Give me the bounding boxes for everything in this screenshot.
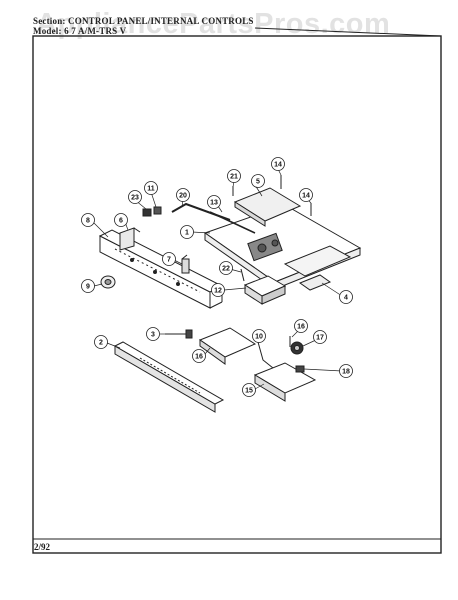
callout-5: 5 bbox=[251, 174, 265, 188]
igniter-17 bbox=[290, 341, 304, 355]
svg-text:9: 9 bbox=[86, 284, 90, 291]
callout-4: 4 bbox=[339, 290, 353, 304]
pipe-20 bbox=[171, 202, 231, 221]
frame-border bbox=[32, 35, 442, 554]
svg-text:6: 6 bbox=[119, 218, 123, 225]
svg-text:3: 3 bbox=[151, 332, 155, 339]
callout-8: 8 bbox=[81, 213, 95, 227]
channel-16 bbox=[198, 327, 257, 365]
svg-text:16: 16 bbox=[297, 324, 305, 331]
svg-text:20: 20 bbox=[179, 193, 187, 200]
svg-text:7: 7 bbox=[167, 257, 171, 264]
callout-6: 6 bbox=[114, 213, 128, 227]
lower-front-bar bbox=[113, 341, 225, 413]
switch-11 bbox=[153, 206, 162, 215]
control-panel-front bbox=[98, 229, 224, 309]
svg-text:8: 8 bbox=[86, 218, 90, 225]
callout-14-right: 14 bbox=[299, 188, 313, 202]
svg-text:12: 12 bbox=[214, 288, 222, 295]
callout-11: 11 bbox=[144, 181, 158, 195]
callout-2: 2 bbox=[94, 335, 108, 349]
control-plate-assembly bbox=[203, 204, 362, 290]
screw-3 bbox=[165, 329, 193, 339]
callout-13: 13 bbox=[207, 195, 221, 209]
callout-21: 21 bbox=[227, 169, 241, 183]
callout-17: 17 bbox=[313, 330, 327, 344]
diagram-header: Section: CONTROL PANEL/INTERNAL CONTROLS… bbox=[33, 16, 433, 36]
screw-22 bbox=[240, 268, 245, 282]
svg-text:22: 22 bbox=[222, 266, 230, 273]
callout-1: 1 bbox=[180, 225, 194, 239]
callout-23: 23 bbox=[128, 190, 142, 204]
callout-18: 18 bbox=[339, 364, 353, 378]
callout-9: 9 bbox=[81, 279, 95, 293]
svg-text:14: 14 bbox=[302, 193, 310, 200]
callout-7: 7 bbox=[162, 252, 176, 266]
model-line: Model: 6 7 A/M-TRS V bbox=[33, 26, 127, 36]
switch-23 bbox=[142, 208, 152, 217]
callout-20: 20 bbox=[176, 188, 190, 202]
callout-22: 22 bbox=[219, 261, 233, 275]
svg-text:11: 11 bbox=[147, 186, 155, 193]
svg-text:5: 5 bbox=[256, 179, 260, 186]
svg-text:17: 17 bbox=[316, 335, 324, 342]
svg-text:1: 1 bbox=[185, 230, 189, 237]
svg-text:13: 13 bbox=[210, 200, 218, 207]
callout-16-left: 16 bbox=[192, 349, 206, 363]
panel-clip bbox=[181, 254, 190, 274]
svg-text:4: 4 bbox=[344, 295, 348, 302]
callout-16-right: 16 bbox=[294, 319, 308, 333]
callout-3: 3 bbox=[146, 327, 160, 341]
header-rule bbox=[254, 27, 442, 37]
channel-15 bbox=[253, 362, 317, 402]
svg-text:2: 2 bbox=[99, 340, 103, 347]
section-title: Section: CONTROL PANEL/INTERNAL CONTROLS bbox=[33, 16, 254, 26]
part-18 bbox=[295, 365, 305, 373]
svg-text:15: 15 bbox=[245, 388, 253, 395]
upper-cover bbox=[233, 187, 302, 227]
svg-text:16: 16 bbox=[195, 354, 203, 361]
svg-text:10: 10 bbox=[255, 334, 263, 341]
revision-date: 2/92 bbox=[34, 542, 51, 552]
control-knob bbox=[100, 275, 116, 289]
svg-text:23: 23 bbox=[131, 195, 139, 202]
callout-15: 15 bbox=[242, 383, 256, 397]
panel-bracket bbox=[119, 227, 141, 251]
bracket-12 bbox=[243, 275, 287, 305]
svg-text:21: 21 bbox=[230, 174, 238, 181]
leader-lines bbox=[92, 168, 343, 390]
svg-text:18: 18 bbox=[342, 369, 350, 376]
svg-text:14: 14 bbox=[274, 162, 282, 169]
callout-10: 10 bbox=[252, 329, 266, 343]
callout-12: 12 bbox=[211, 283, 225, 297]
callout-14-top: 14 bbox=[271, 157, 285, 171]
part-4 bbox=[298, 274, 332, 291]
